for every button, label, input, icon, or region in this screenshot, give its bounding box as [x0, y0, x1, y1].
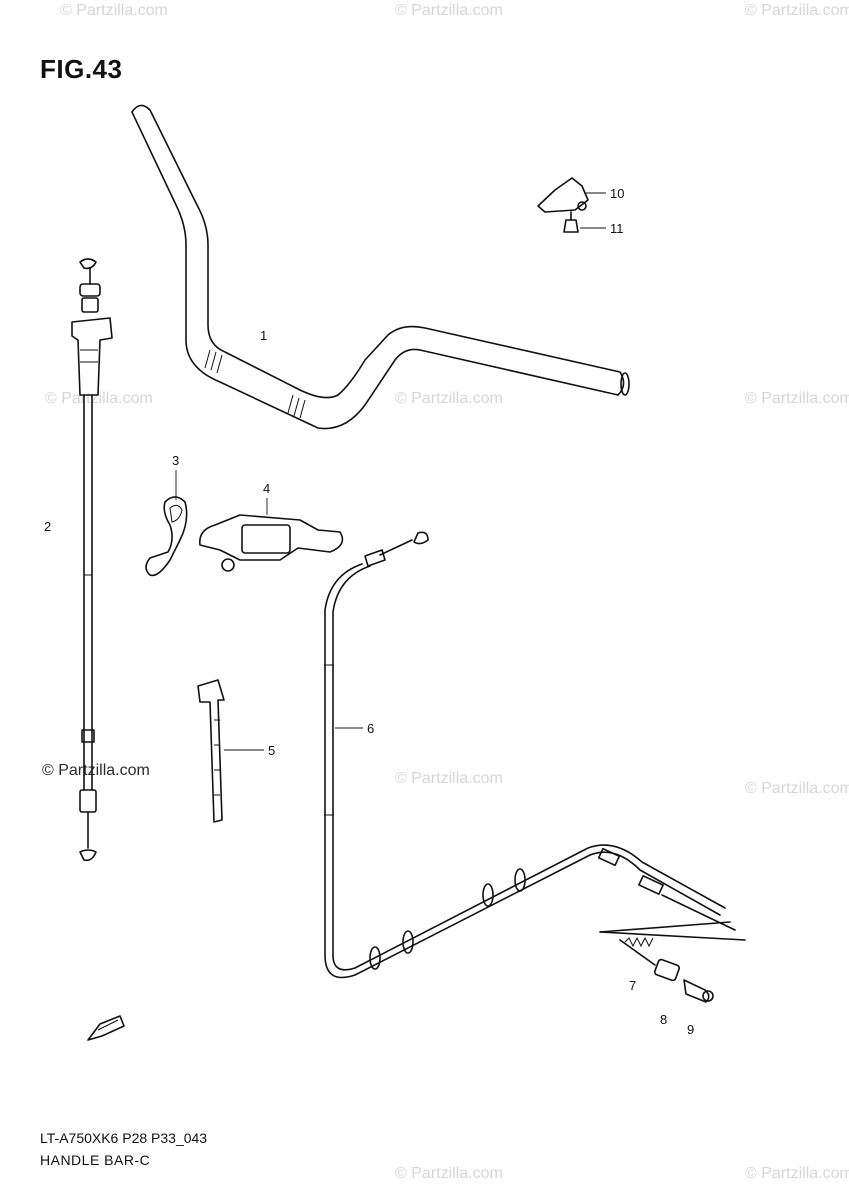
- callout-1: 1: [260, 328, 267, 343]
- callout-6: 6: [367, 721, 374, 736]
- callout-4: 4: [263, 481, 270, 496]
- adjuster-nut[interactable]: [653, 958, 681, 982]
- mount-bracket[interactable]: [537, 177, 589, 213]
- lever-strap[interactable]: [197, 679, 225, 823]
- callout-9: 9: [687, 1022, 694, 1037]
- model-code: LT-A750XK6 P28 P33_043: [40, 1130, 208, 1146]
- callout-5: 5: [268, 743, 275, 758]
- mount-screw[interactable]: [563, 211, 579, 233]
- handlebar[interactable]: [131, 104, 630, 430]
- callout-11: 11: [610, 221, 624, 236]
- callout-7: 7: [629, 978, 636, 993]
- watermark: © Partzilla.com: [745, 2, 849, 19]
- throttle-cable[interactable]: [71, 258, 113, 862]
- callout-8: 8: [660, 1012, 667, 1027]
- brake-cable[interactable]: [324, 531, 736, 979]
- front-direction-arrow-icon: [87, 1015, 125, 1041]
- callout-3: 3: [172, 453, 179, 468]
- switch-plate[interactable]: [198, 514, 344, 572]
- adjuster-spring[interactable]: [599, 921, 746, 966]
- callout-2: 2: [44, 519, 51, 534]
- watermark: © Partzilla.com: [745, 780, 849, 797]
- watermark: © Partzilla.com: [745, 1165, 849, 1182]
- figure-title: FIG.43: [40, 54, 123, 84]
- watermark: © Partzilla.com: [395, 2, 503, 19]
- bracket-clamp[interactable]: [145, 496, 188, 577]
- section-name: HANDLE BAR-C: [40, 1152, 151, 1168]
- watermark: © Partzilla.com: [42, 762, 150, 779]
- watermark: © Partzilla.com: [745, 390, 849, 407]
- watermark: © Partzilla.com: [395, 1165, 503, 1182]
- watermark: © Partzilla.com: [45, 390, 153, 407]
- callout-10: 10: [610, 186, 624, 201]
- watermark: © Partzilla.com: [395, 390, 503, 407]
- watermark: © Partzilla.com: [395, 770, 503, 787]
- watermark: © Partzilla.com: [60, 2, 168, 19]
- cable-end[interactable]: [683, 979, 714, 1003]
